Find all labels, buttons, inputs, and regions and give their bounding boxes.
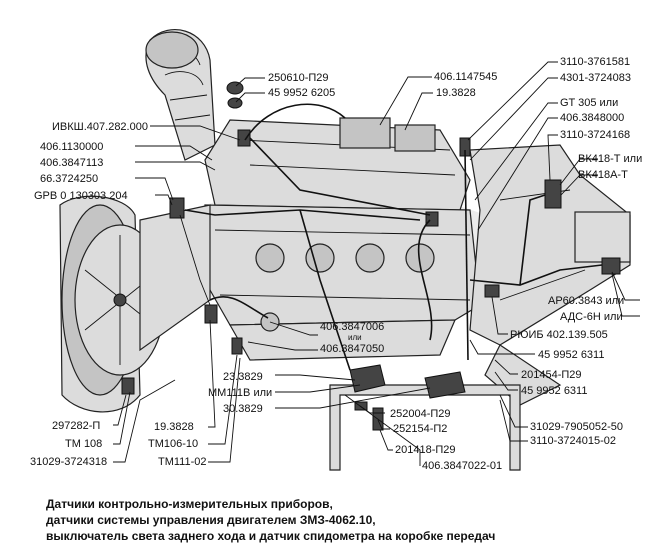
label-406-1130000: 406.1130000 (40, 141, 103, 153)
engine-illustration (59, 29, 631, 471)
label-ili: или (348, 333, 362, 342)
label-406-3847050: 406.3847050 (320, 343, 384, 355)
label-23-3829: 23.3829 (223, 371, 263, 383)
caption-line-2: датчики системы управления двигателем ЗМ… (46, 513, 376, 527)
leader-lines (113, 61, 640, 466)
label-ads-6n: АДС-6Н или (560, 311, 623, 323)
label-19-3828-bottom: 19.3828 (154, 421, 194, 433)
label-201454-p29: 201454-П29 (521, 369, 582, 381)
label-45-9952-6205: 45 9952 6205 (268, 87, 335, 99)
label-406-3848000: 406.3848000 (560, 112, 624, 124)
label-19-3828-top: 19.3828 (436, 87, 476, 99)
label-250610-p29: 250610-П29 (268, 72, 329, 84)
label-3110-3724168: 3110-3724168 (560, 129, 630, 141)
label-3110-3724015-02: 3110-3724015-02 (530, 435, 616, 447)
label-4301-3724083: 4301-3724083 (560, 72, 631, 84)
label-gpb-0-130303-204: GPB 0 130303 204 (34, 190, 128, 202)
label-31029-3724318: 31029-3724318 (30, 456, 107, 468)
label-vk418-t: ВК418-Т или (578, 153, 642, 165)
label-406-3847113: 406.3847113 (40, 157, 103, 169)
label-406-1147545: 406.1147545 (434, 71, 497, 83)
figure-caption: Датчики контрольно-измерительных приборо… (46, 497, 495, 543)
caption-line-3: выключатель света заднего хода и датчик … (46, 529, 495, 543)
label-252004-p29: 252004-П29 (390, 408, 451, 420)
label-tm106-10: ТМ106-10 (148, 438, 198, 450)
label-406-3847006: 406.3847006 (320, 321, 384, 333)
label-tm-108: ТМ 108 (65, 438, 102, 450)
label-tm111-02: ТМ111-02 (158, 456, 207, 468)
label-ar60-3843: АР60.3843 или (548, 295, 624, 307)
label-gt-305: GT 305 или (560, 97, 618, 109)
label-201418-p29: 201418-П29 (395, 444, 456, 456)
label-vk418a-t: ВК418А-Т (578, 169, 628, 181)
label-31029-7905052-50: 31029-7905052-50 (530, 421, 623, 433)
wiring-harness (184, 103, 603, 371)
label-252154-p2: 252154-П2 (393, 423, 447, 435)
label-mm111v: ММ111В или (208, 387, 272, 399)
label-3110-3761581: 3110-3761581 (560, 56, 630, 68)
label-406-3847022-01: 406.3847022-01 (422, 460, 502, 472)
part-labels: 250610-П29 45 9952 6205 406.1147545 19.3… (30, 56, 642, 472)
label-45-9952-6311-b: 45 9952 6311 (521, 385, 587, 397)
label-297282-p: 297282-П (52, 420, 100, 432)
caption-line-1: Датчики контрольно-измерительных приборо… (46, 497, 333, 511)
label-45-9952-6311-a: 45 9952 6311 (538, 349, 604, 361)
label-66-3724250: 66.3724250 (40, 173, 98, 185)
label-ivksh-407-282-000: ИВКШ.407.282.000 (52, 121, 148, 133)
label-ryuib-402-139-505: РЮИБ 402.139.505 (510, 329, 608, 341)
label-30-3829: 30.3829 (223, 403, 263, 415)
